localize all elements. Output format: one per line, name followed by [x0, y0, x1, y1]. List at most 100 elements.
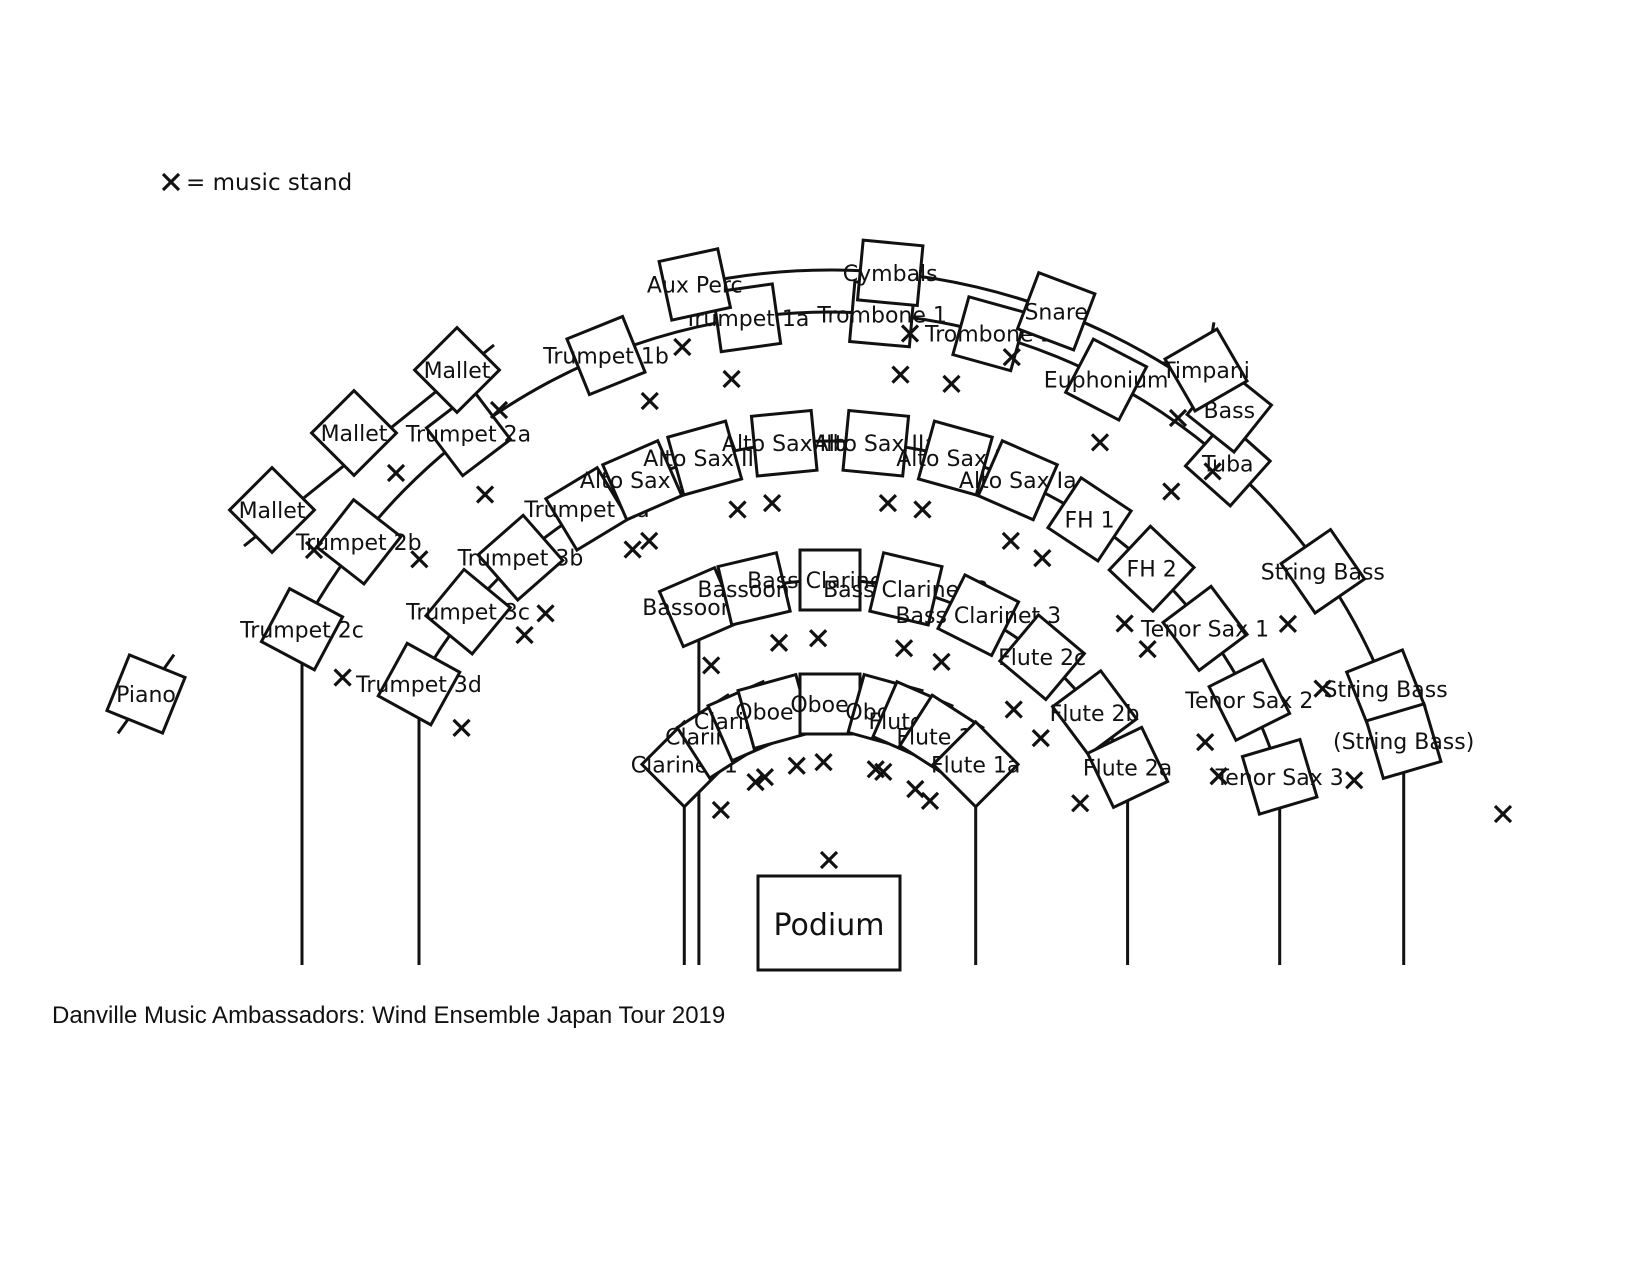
- chair-seat: [935, 572, 1021, 658]
- music-stand: [1033, 548, 1052, 568]
- chair-seat: [1364, 702, 1443, 781]
- music-stand: [1031, 728, 1050, 748]
- stand-stroke: [1278, 614, 1298, 633]
- stand-stroke: [722, 369, 741, 389]
- stand-stroke: [942, 374, 961, 393]
- chair-flute-1a: Flute 1a: [931, 719, 1020, 809]
- stand-stroke: [452, 718, 471, 738]
- legend-stand-icon-stroke: [161, 172, 181, 192]
- seat-label: Euphonium: [1044, 369, 1169, 394]
- chair-mallet: Mallet: [412, 325, 502, 415]
- seat-label: Piano: [116, 683, 176, 708]
- music-stand: [906, 779, 925, 799]
- chair-seat: [1162, 326, 1250, 414]
- seat-label: Trumpet 3b: [457, 547, 584, 572]
- chair-seat: [716, 550, 792, 627]
- music-stand: [640, 531, 659, 551]
- percussion-arc: [694, 268, 1231, 411]
- music-stand: [874, 762, 893, 782]
- stand-stroke: [1313, 679, 1332, 698]
- music-stand: [1071, 794, 1090, 813]
- stand-stroke: [515, 625, 534, 645]
- stand-stroke: [894, 639, 914, 658]
- music-stand: [304, 540, 324, 560]
- music-stand: [878, 493, 898, 513]
- chair-seat: [1107, 524, 1197, 614]
- stand-stroke: [866, 760, 885, 779]
- seat-label: Flute 2b: [1050, 702, 1140, 727]
- chair-string-bass: (String Bass): [1333, 702, 1474, 781]
- stand-stroke: [878, 493, 898, 513]
- seat-label: Alto Sax IIc: [643, 447, 766, 472]
- music-stand: [819, 850, 839, 870]
- music-stand: [746, 772, 765, 792]
- stand-stroke: [640, 391, 659, 411]
- stand-stroke: [809, 629, 828, 648]
- chair-seat: [600, 438, 684, 522]
- stand-stroke: [1168, 408, 1188, 428]
- seat-label: Mallet: [424, 359, 491, 384]
- stand-stroke: [333, 668, 352, 687]
- stand-stroke: [1196, 733, 1215, 752]
- music-stand: [1278, 614, 1298, 633]
- music-stand: [755, 767, 775, 787]
- stand-stroke: [891, 365, 910, 384]
- chair-seat: [976, 438, 1060, 522]
- seat-label: Trumpet 2a: [405, 423, 531, 448]
- music-stand: [1209, 767, 1228, 786]
- seat-label: Aux Perc: [647, 273, 743, 298]
- seat-label: Snare: [1024, 300, 1088, 325]
- chair-mallet: Mallet: [227, 465, 317, 555]
- music-stand: [536, 604, 555, 623]
- stand-stroke: [746, 772, 765, 792]
- chair-tenor-sax-1: Tenor Sax 1: [1140, 584, 1269, 673]
- chair-seat: [657, 247, 733, 322]
- stand-stroke: [1033, 548, 1052, 568]
- music-stand: [1162, 482, 1181, 501]
- chair-seat: [104, 652, 188, 736]
- caption: Danville Music Ambassadors: Wind Ensembl…: [52, 1002, 726, 1029]
- stand-stroke: [769, 633, 789, 652]
- music-stand: [711, 800, 731, 820]
- chair-bass-clarinet-3: Bass Clarinet 3: [895, 572, 1061, 658]
- seat-label: Trumpet 3c: [405, 601, 530, 626]
- chair-seat: [1063, 337, 1149, 423]
- chair-seat: [997, 612, 1087, 702]
- chair-tenor-sax-3: Tenor Sax 3: [1215, 737, 1344, 816]
- chair-seat: [564, 314, 647, 397]
- music-stand: [1002, 347, 1021, 367]
- music-stand: [452, 718, 471, 738]
- seat-label: Flute 2a: [1083, 756, 1172, 781]
- chair-trumpet-2a: Trumpet 2a: [405, 389, 531, 478]
- seat-label: Flute 1a: [931, 753, 1020, 778]
- music-stand: [920, 791, 940, 811]
- stand-stroke: [702, 656, 721, 675]
- chair-seat: [1160, 584, 1250, 673]
- stand-stroke: [1493, 804, 1513, 824]
- stand-stroke: [906, 779, 925, 799]
- music-stand: [1313, 679, 1332, 698]
- chair-seat: [314, 497, 403, 587]
- chair-seat: [543, 465, 631, 553]
- stand-stroke: [1209, 767, 1228, 786]
- music-stand: [1493, 804, 1513, 824]
- stand-stroke: [932, 652, 951, 672]
- stand-stroke: [728, 500, 747, 519]
- chair-trumpet-2c: Trumpet 2c: [239, 586, 364, 672]
- seat-label: FH 2: [1127, 558, 1177, 583]
- chair-alto-sax-iia: Alto Sax IIa: [814, 408, 938, 478]
- music-stand: [1004, 700, 1023, 719]
- chair-alto-sax-iib: Alto Sax IIb: [722, 408, 847, 478]
- music-stand: [814, 753, 833, 772]
- music-stand: [1138, 639, 1157, 659]
- music-stand: [722, 369, 741, 389]
- music-stand: [728, 500, 747, 519]
- chair-trumpet-3b: Trumpet 3b: [457, 513, 584, 603]
- chair-string-bass: String Bass: [1261, 527, 1385, 616]
- chair-seat: [1085, 725, 1170, 810]
- music-stand: [333, 668, 352, 687]
- seat-label: Tenor Sax 3: [1215, 766, 1344, 791]
- chair-aux-perc: Aux Perc: [647, 247, 743, 322]
